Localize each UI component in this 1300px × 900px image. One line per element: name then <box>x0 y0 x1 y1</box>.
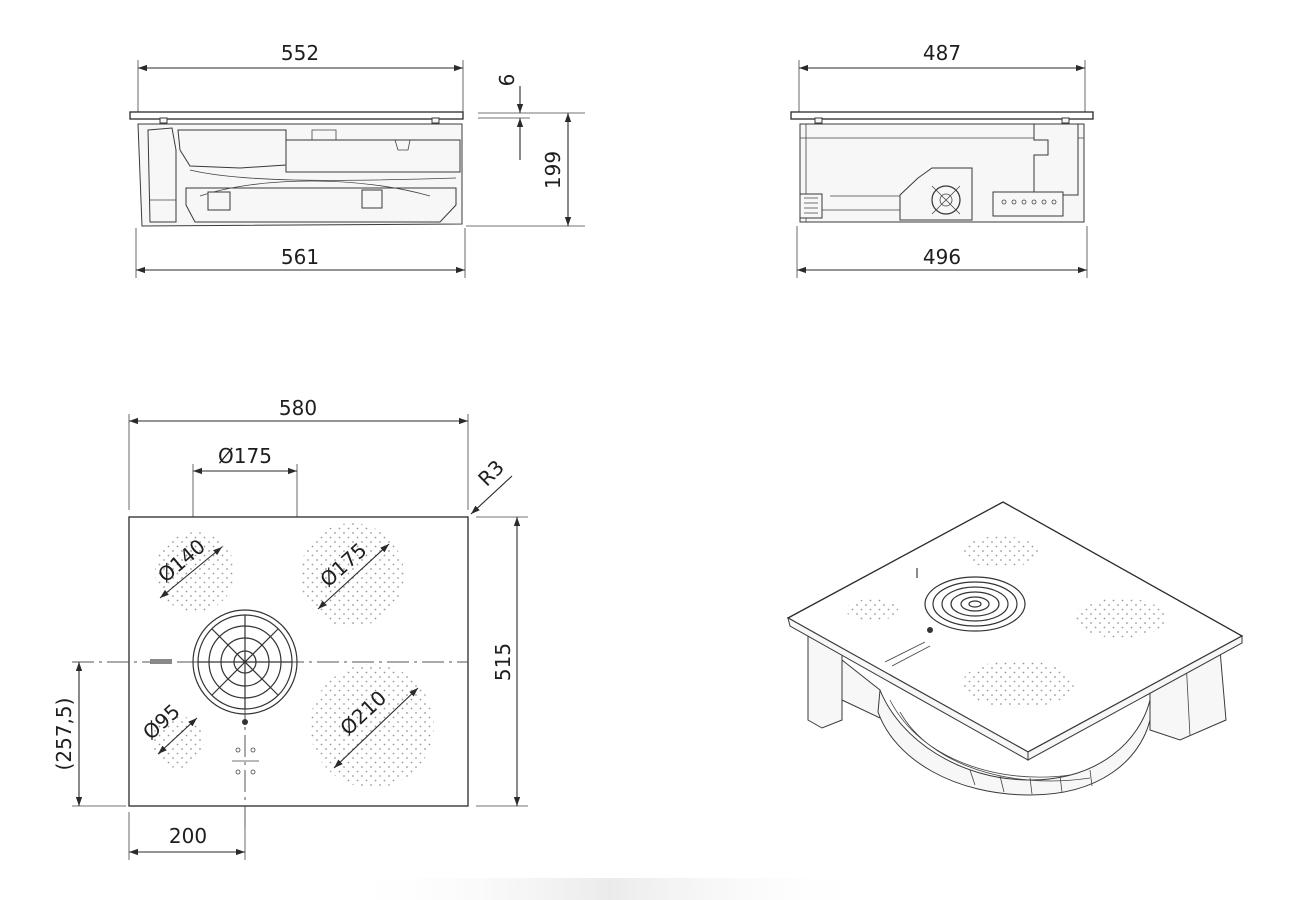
isometric-view <box>786 501 1244 796</box>
touch-controls <box>150 659 259 775</box>
top-width-label: 580 <box>279 396 317 420</box>
iso-zone-left <box>846 599 898 621</box>
iso-zone-front <box>962 660 1074 708</box>
side-bottom-width-label: 561 <box>281 245 319 269</box>
iso-zone-back <box>962 536 1038 568</box>
top-depth-label: 515 <box>491 643 515 681</box>
total-height-label: 199 <box>541 151 565 189</box>
front-view: 487 496 <box>790 41 1094 278</box>
top-view: 580 Ø175 515 (257,5) 200 R3 Ø140 Ø175 Ø9… <box>52 396 528 860</box>
front-bottom-width-label: 496 <box>923 245 961 269</box>
center-offset-y-label: (257,5) <box>52 698 76 771</box>
iso-zone-right <box>1074 598 1166 638</box>
zone-bottom-right <box>310 664 434 788</box>
glass-thickness-label: 6 <box>495 74 519 87</box>
side-top-width-label: 552 <box>281 41 319 65</box>
bottom-shadow <box>340 878 880 900</box>
side-view: 552 561 6 199 <box>129 41 585 278</box>
vent-diameter-label: Ø175 <box>218 444 272 468</box>
radius-label: R3 <box>473 455 509 491</box>
vent-grill <box>192 609 298 715</box>
center-offset-x-label: 200 <box>169 824 207 848</box>
connector-pins <box>1001 199 1057 205</box>
front-top-width-label: 487 <box>923 41 961 65</box>
iso-vent-grill <box>924 576 1026 632</box>
